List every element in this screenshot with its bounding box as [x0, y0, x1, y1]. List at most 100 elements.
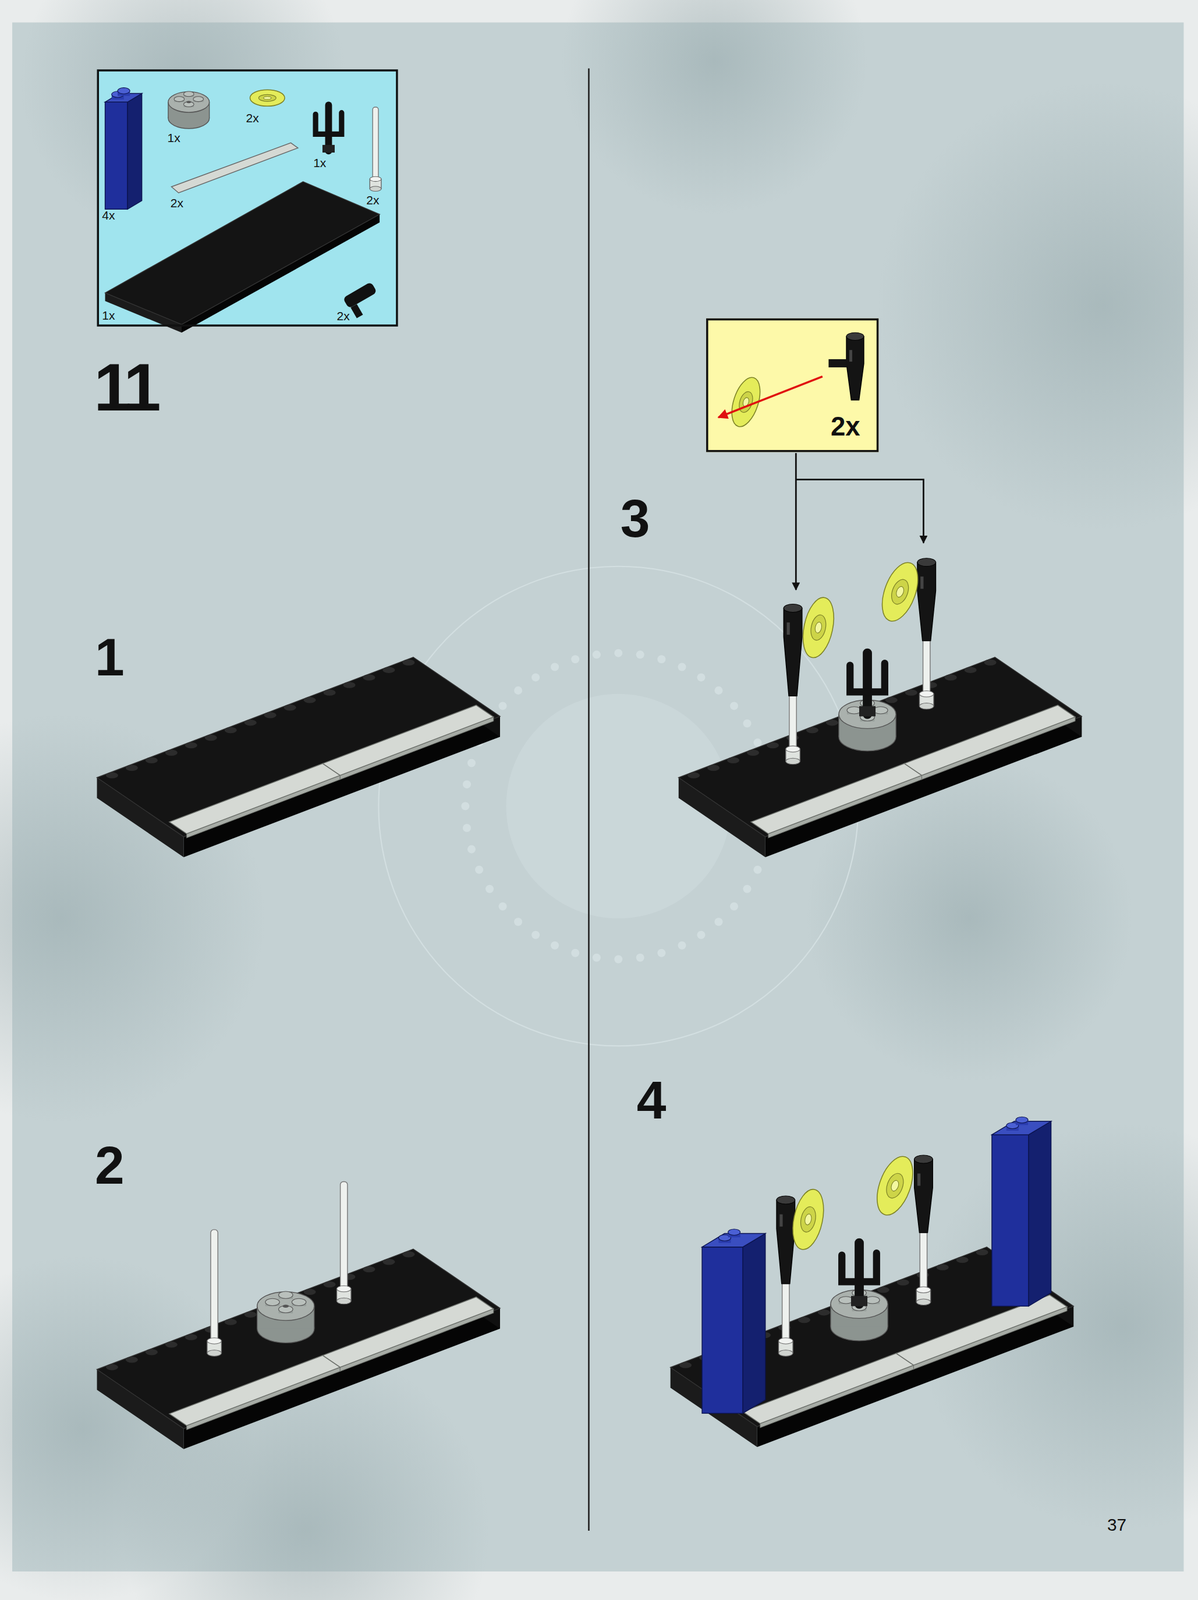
- divider-line: [587, 68, 590, 1530]
- parts-list-panel: [263, 96, 272, 100]
- step-3-model: [874, 557, 925, 626]
- watermark: [636, 650, 645, 659]
- step-4-model: [742, 1352, 914, 1424]
- step-2-model: [313, 1305, 315, 1329]
- step-2-model: [210, 1229, 218, 1343]
- step-3-model: [905, 689, 918, 696]
- watermark: [753, 865, 762, 874]
- step-4-model: [778, 1349, 794, 1357]
- sub-step-number: 3: [620, 491, 651, 545]
- step-1-model: [97, 657, 501, 858]
- step-4-model: [914, 1158, 934, 1233]
- watermark: [514, 686, 523, 695]
- step-2-model: [362, 1266, 375, 1273]
- watermark: [696, 930, 705, 939]
- watermark: [550, 941, 559, 950]
- step-3-model: [919, 703, 934, 710]
- step-number-main: 11: [93, 352, 157, 421]
- watermark: [742, 884, 751, 893]
- step-4-model: [679, 1361, 692, 1368]
- step-4-model: [896, 1294, 1068, 1366]
- step-1-model: [169, 763, 340, 834]
- callout-count: 2x: [830, 413, 861, 441]
- step-1-model: [145, 757, 158, 764]
- step-3-model: [838, 714, 839, 737]
- step-4-model: [782, 1280, 790, 1343]
- part-count: 1x: [167, 131, 180, 144]
- step-1-model: [264, 711, 277, 719]
- step-2-model: [323, 1281, 336, 1288]
- step-1-model: [224, 727, 237, 734]
- step-2-model: [265, 1298, 280, 1306]
- step-4-model: [778, 1337, 794, 1345]
- parts-list-panel: [350, 303, 363, 318]
- part-count: 2x: [366, 193, 379, 207]
- page-background: [877, 81, 1198, 531]
- step-3-model: [964, 666, 977, 673]
- step-1-model: [204, 734, 218, 742]
- watermark: [678, 662, 687, 671]
- step-3-model: [904, 704, 1076, 776]
- step-3-model: [678, 657, 1082, 837]
- step-3-model: [867, 663, 885, 692]
- step-4-model: [702, 1246, 743, 1414]
- watermark: [742, 718, 751, 728]
- step-4-model: [798, 1204, 818, 1233]
- watermark: [753, 738, 762, 747]
- step-4-model: [870, 1151, 920, 1220]
- step-3-model: [919, 690, 934, 698]
- watermark: [571, 654, 580, 664]
- step-1-model: [244, 719, 257, 726]
- part-count: 2x: [245, 112, 259, 125]
- step-3-model: [798, 594, 839, 661]
- step-3-model: [885, 696, 898, 704]
- step-3-model: [849, 665, 868, 693]
- divider-line: [588, 68, 590, 1530]
- watermark: [714, 686, 723, 695]
- parts-list-panel: [183, 91, 194, 97]
- parts-list-panel: [97, 69, 399, 327]
- step-3-model: [814, 621, 823, 634]
- step-3-model: [687, 771, 700, 779]
- step-4-model: [830, 1303, 831, 1327]
- watermark: [498, 902, 508, 911]
- step-2-model: [125, 1356, 138, 1363]
- parts-list-panel: [127, 93, 143, 210]
- step-3-model: [787, 622, 790, 635]
- step-2-model: [244, 1310, 257, 1318]
- step-2-model: [224, 1318, 237, 1325]
- step-3-model: [874, 557, 925, 626]
- step-3-model: [785, 745, 801, 753]
- step-2-model: [382, 1258, 395, 1265]
- parts-list-panel: [105, 181, 381, 325]
- step-4-model: [854, 1242, 864, 1304]
- step-4-model: [851, 1295, 868, 1307]
- step-4-model: [817, 1309, 831, 1316]
- parts-list-panel: [249, 89, 285, 106]
- step-3-model: [923, 637, 931, 696]
- watermark: [636, 953, 645, 962]
- callout-panel: [828, 359, 847, 368]
- step-4-model: [865, 1296, 881, 1304]
- parts-list-panel: [315, 105, 342, 152]
- watermark: [729, 701, 739, 710]
- part-count: 2x: [336, 310, 350, 323]
- callout-arrow: [795, 452, 797, 590]
- step-3-model: [944, 674, 958, 681]
- step-1-model: [105, 771, 119, 779]
- watermark: [462, 823, 471, 832]
- step-3-model: [750, 763, 922, 834]
- step-4-model: [883, 1170, 907, 1200]
- page-number: 37: [1107, 1515, 1127, 1534]
- step-2-model: [340, 1181, 348, 1292]
- parts-list-panel: [249, 89, 285, 106]
- parts-list-panel: [328, 112, 342, 135]
- step-3-model: [766, 742, 779, 749]
- step-3-model: [888, 576, 912, 606]
- parts-list-panel: [325, 105, 333, 152]
- step-4-model: [877, 1286, 890, 1293]
- step-3-model: [849, 653, 885, 715]
- step-2-model: [282, 1304, 290, 1308]
